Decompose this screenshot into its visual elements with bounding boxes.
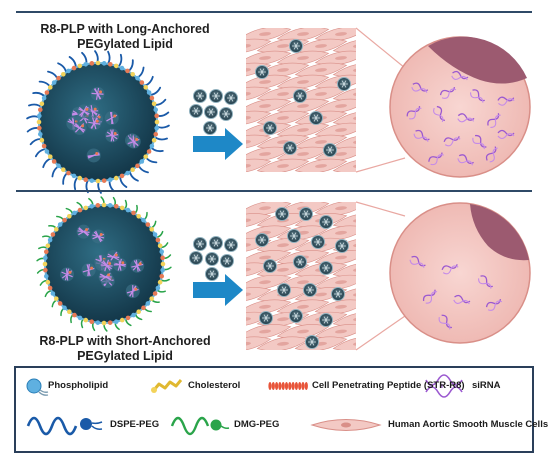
top-title-line2: PEGylated Lipid: [77, 37, 173, 51]
top-panel-title: R8-PLP with Long-Anchored PEGylated Lipi…: [20, 22, 230, 52]
short-anchored-particle: [36, 196, 172, 332]
smooth-muscle-cell-sheet-top: [246, 28, 356, 172]
divider-top: [16, 11, 532, 13]
smooth-muscle-cell-icon: [310, 419, 382, 431]
bottom-title-line1: R8-PLP with Short-Anchored: [39, 334, 211, 348]
free-nanoparticles-top: [189, 89, 238, 135]
legend-cholesterol-label: Cholesterol: [188, 380, 241, 391]
cell-penetrating-peptide-icon: [268, 382, 308, 390]
bottom-title-line2: PEGylated Lipid: [77, 349, 173, 363]
zoom-connectors-bottom: [355, 201, 406, 351]
legend-box: Phospholipid Cholesterol Cell Penetratin…: [14, 366, 548, 453]
legend-sirna-label: siRNA: [472, 380, 501, 391]
smooth-muscle-cell-sheet-bottom: [246, 202, 356, 350]
zoomed-cell-top: [389, 36, 531, 178]
dmg-peg-icon: [170, 416, 230, 436]
legend-icons: [26, 374, 463, 436]
uptake-arrow-bottom: [193, 274, 243, 306]
sirna-cluster-top: [406, 70, 515, 166]
legend-cpp-label: Cell Penetrating Peptide (STR-R8): [312, 380, 465, 391]
zoomed-cell-bottom: [389, 202, 531, 344]
uptake-arrow-top: [193, 128, 243, 160]
legend-phospholipid-label: Phospholipid: [48, 380, 109, 391]
top-title-line1: R8-PLP with Long-Anchored: [40, 22, 210, 36]
zoom-connectors-top: [355, 27, 406, 173]
phospholipid-icon: [26, 378, 49, 396]
long-anchored-particle: [26, 50, 170, 194]
legend-dmg-peg-label: DMG-PEG: [234, 419, 280, 430]
legend-dspe-peg-label: DSPE-PEG: [110, 419, 160, 430]
sirna-cluster-bottom: [409, 255, 503, 330]
bottom-panel-title: R8-PLP with Short-Anchored PEGylated Lip…: [20, 334, 230, 364]
dspe-peg-icon: [26, 416, 103, 436]
divider-middle: [16, 190, 532, 192]
free-nanoparticles-bottom: [189, 236, 238, 281]
sirna-icon: [425, 374, 463, 398]
cholesterol-icon: [151, 379, 183, 393]
legend-hasmc-label: Human Aortic Smooth Muscle Cells: [388, 419, 549, 430]
